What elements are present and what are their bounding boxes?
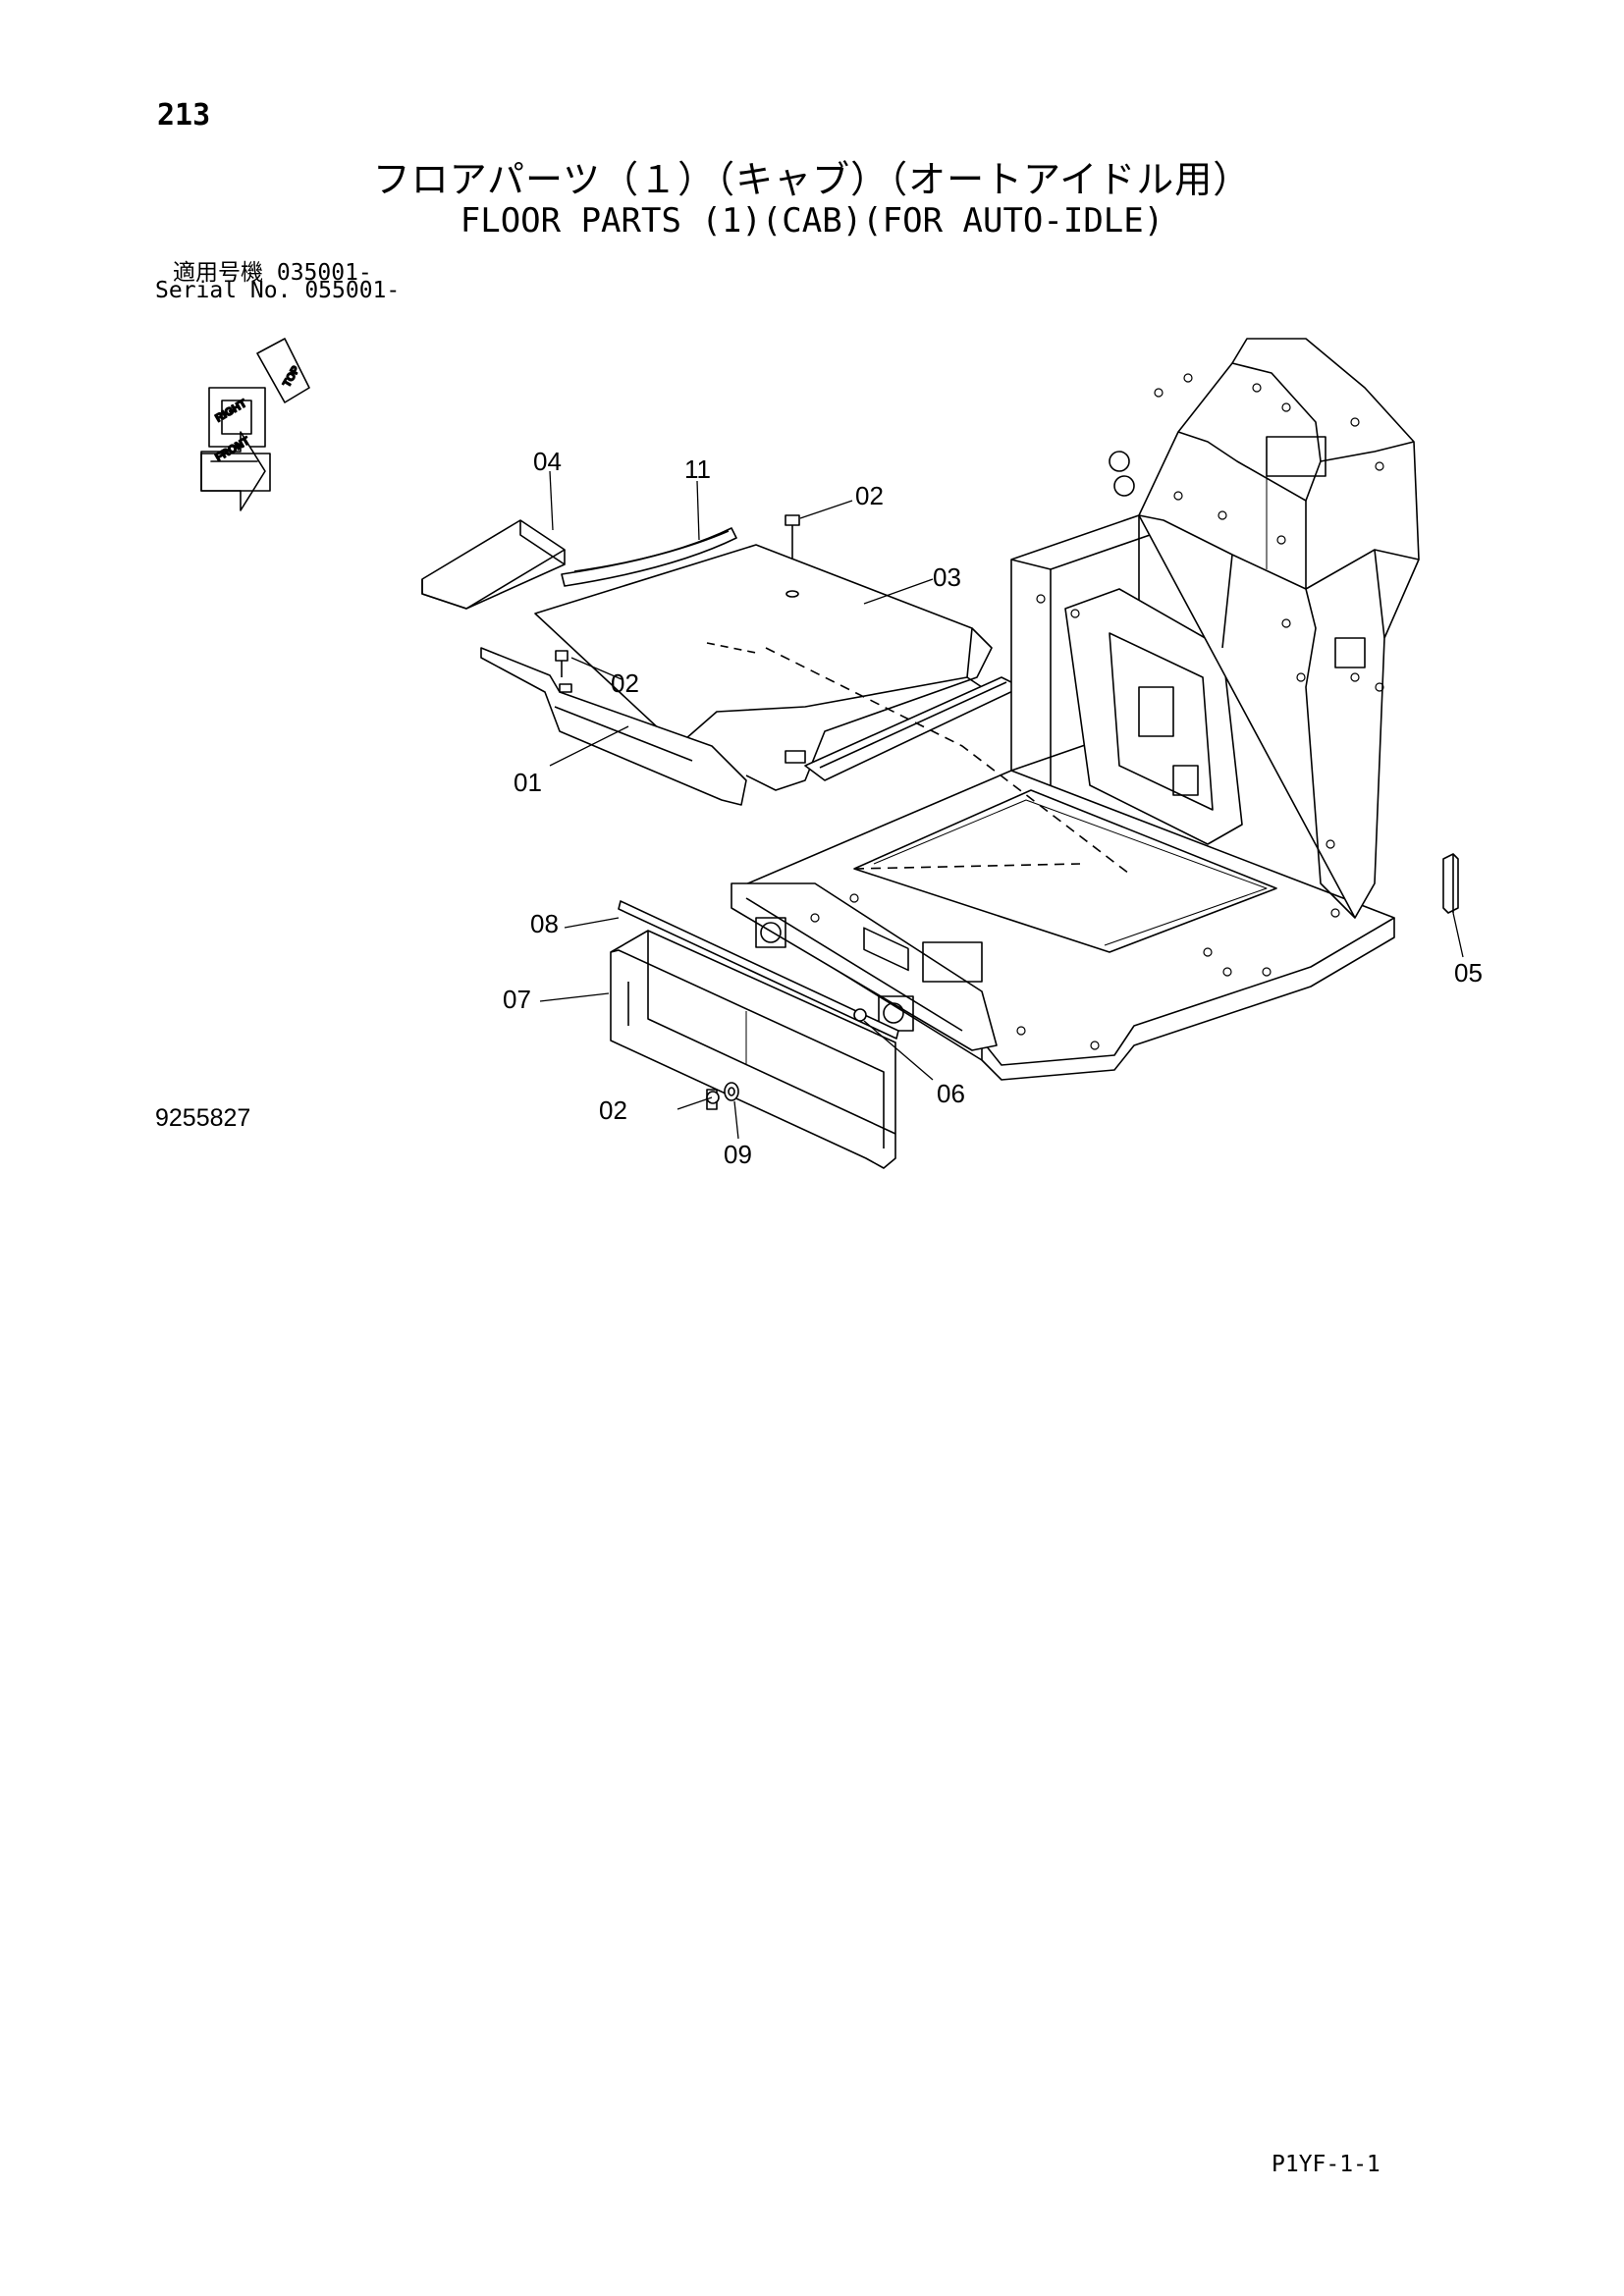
part-04-block (421, 519, 566, 610)
page-code: P1YF-1-1 (1272, 2152, 1380, 2177)
callout-03: 03 (933, 562, 961, 592)
part-03-floor-plate (534, 544, 993, 791)
part-07-under-cover (610, 930, 896, 1169)
part-08-seal (618, 900, 899, 1040)
washer-09 (724, 1082, 739, 1101)
part-01-side-panel (480, 647, 747, 806)
part-11-seal (561, 527, 737, 587)
serial-range-japanese: 適用号機 035001- (173, 260, 372, 286)
figure-number: 9255827 (155, 1104, 251, 1132)
frame-holes (810, 373, 1384, 1050)
bolt-02-left (555, 650, 568, 677)
page-title-japanese: フロアパーツ（１）（キャブ）（オートアイドル用） (372, 158, 1252, 201)
cab-frame (731, 338, 1420, 1081)
callout-02-left: 02 (611, 668, 639, 698)
bolt-02-top (785, 514, 800, 598)
callout-05: 05 (1454, 958, 1483, 988)
callout-01: 01 (514, 768, 542, 797)
callout-08: 08 (530, 909, 559, 938)
callout-07: 07 (503, 985, 531, 1014)
page-title-english: FLOOR PARTS (1)(CAB)(FOR AUTO-IDLE) (460, 201, 1164, 240)
orientation-icon: TOP RIGHT FRONT (200, 338, 310, 511)
callout-06: 06 (937, 1079, 965, 1108)
nut-06 (853, 1008, 867, 1022)
serial-range-english: Serial No. 055001- (155, 278, 401, 303)
callout-11: 11 (684, 454, 711, 484)
bolt-02-bottom (706, 1091, 720, 1104)
page-number: 213 (157, 98, 211, 133)
leader-lines (539, 470, 1464, 1140)
callout-04: 04 (533, 447, 562, 476)
callout-02-bottom: 02 (599, 1095, 627, 1125)
part-05-block (1442, 853, 1459, 914)
callout-09: 09 (724, 1140, 752, 1169)
callout-02-top: 02 (855, 481, 884, 510)
